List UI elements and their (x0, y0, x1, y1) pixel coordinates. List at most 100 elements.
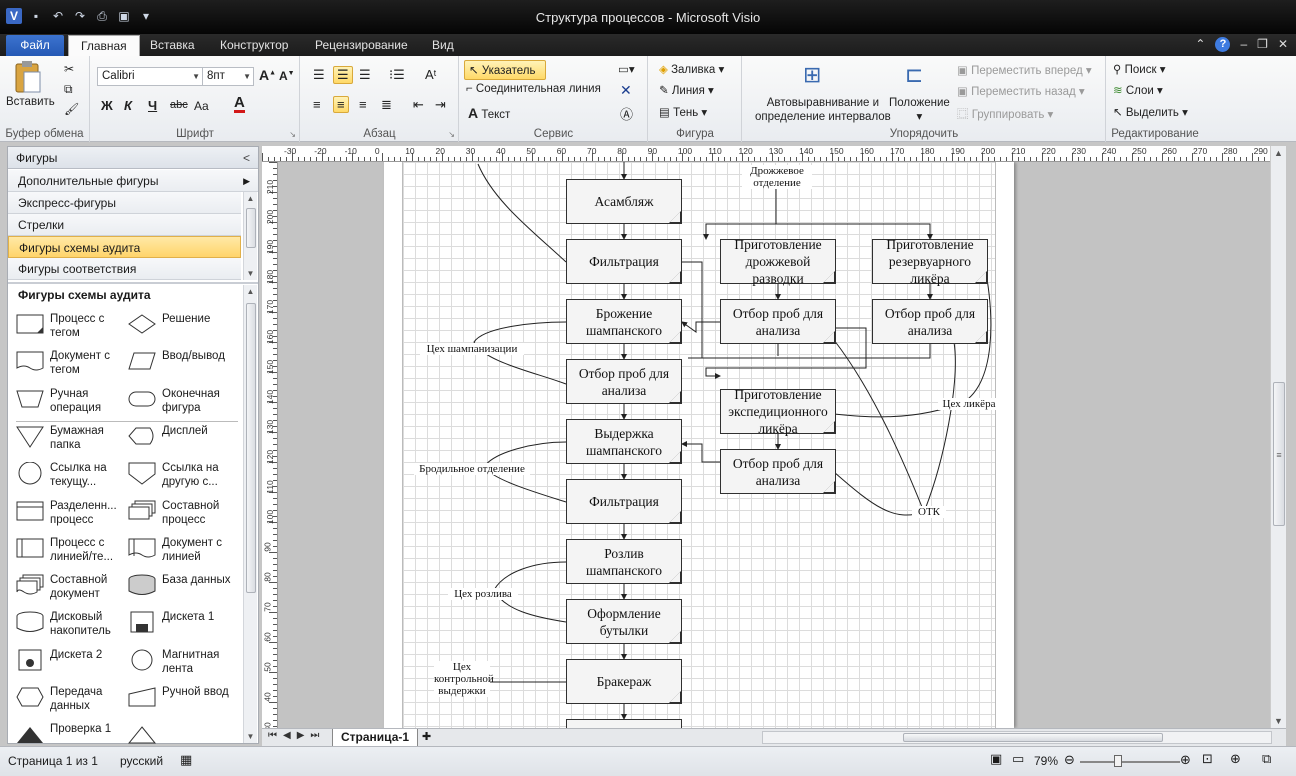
send-backward-button[interactable]: ▣ Переместить назад ▾ (957, 86, 1085, 98)
find-button[interactable]: ⚲ Поиск ▾ (1113, 64, 1166, 76)
status-language[interactable]: русский (120, 754, 164, 768)
process-main-4[interactable]: Выдержка шампанского (566, 419, 682, 464)
annotation-liquor-shop[interactable]: Цех ликёра (938, 398, 1000, 410)
stencil-arrows[interactable]: Стрелки (8, 214, 241, 236)
process-reservoir-liquor[interactable]: Приготовление резервуарного ликёра (872, 237, 988, 286)
align-center-icon[interactable]: ≡ (333, 96, 349, 113)
annotation-control[interactable]: Цех контрольной выдержки (434, 661, 494, 697)
shadow-button[interactable]: ▤ Тень ▾ (659, 107, 708, 119)
scroll-up-icon[interactable]: ▲ (246, 194, 255, 203)
stencil-list-scrollbar[interactable]: ▲ ▼ (243, 192, 257, 280)
dialog-launcher-icon[interactable]: ↘ (289, 130, 296, 139)
annotation-fermentation[interactable]: Бродильное отделение (414, 463, 530, 475)
align-right-icon[interactable]: ≡ (359, 97, 367, 112)
bullets-icon[interactable]: ⁝☰ (389, 67, 405, 82)
connector-tool-button[interactable]: ⌐ Соединительная линия (466, 83, 601, 95)
process-main-5[interactable]: Фильтрация (566, 479, 682, 524)
shape-item[interactable]: Передача данных (16, 682, 128, 718)
annotation-otk[interactable]: ОТК (912, 506, 946, 518)
shape-item[interactable]: Документ с линией (128, 533, 240, 569)
text-tool-button[interactable]: A Текст (468, 105, 510, 121)
stencil-audit-shapes[interactable]: Фигуры схемы аудита (8, 236, 241, 258)
process-partial[interactable] (566, 719, 682, 728)
shape-item[interactable]: Дисковый накопитель (16, 607, 128, 643)
process-main-8[interactable]: Бракераж (566, 659, 682, 704)
zoom-out-icon[interactable]: ⊖ (1064, 752, 1075, 767)
group-button[interactable]: ⿴ Группировать ▾ (957, 109, 1054, 121)
justify-icon[interactable]: ≣ (381, 97, 392, 112)
save-icon[interactable]: ▪ (33, 9, 39, 23)
pane-splitter[interactable] (8, 282, 258, 284)
collapse-pane-icon[interactable]: < (242, 151, 250, 165)
restore-icon[interactable]: ❐ (1257, 37, 1268, 51)
pan-zoom-icon[interactable]: ⊕ (1230, 751, 1241, 766)
align-left-icon[interactable]: ≡ (313, 97, 321, 112)
close-tool-icon[interactable]: ✕ (620, 82, 632, 98)
paste-label[interactable]: Вставить (6, 96, 55, 108)
layers-button[interactable]: ≋ Слои ▾ (1113, 85, 1163, 97)
process-expedition-liquor[interactable]: Приготовление экспедиционного ликёра (720, 387, 836, 436)
tab-insert[interactable]: Вставка (150, 38, 195, 52)
shape-item[interactable]: Составной процесс (128, 496, 240, 532)
shapes-scrollbar[interactable]: ▲ ▼ (243, 285, 257, 743)
shape-item[interactable]: Бумажная папка (16, 421, 128, 457)
redo-icon[interactable]: ↷ (74, 9, 86, 23)
position-icon[interactable]: ⊏ (905, 62, 924, 87)
shape-item[interactable] (128, 719, 240, 755)
shape-item[interactable]: Ручная операция (16, 384, 128, 420)
tab-review[interactable]: Рецензирование (315, 38, 408, 52)
full-screen-icon[interactable]: ▣ (990, 751, 1003, 766)
shape-item[interactable]: Магнитная лента (128, 645, 240, 681)
scroll-thumb[interactable] (903, 733, 1163, 742)
align-middle-icon[interactable]: ☰ (333, 66, 353, 84)
scroll-thumb[interactable] (246, 303, 256, 593)
canvas-vertical-scrollbar[interactable]: ▲ ≡ ▼ (1270, 146, 1286, 728)
scroll-up-icon[interactable]: ▲ (246, 287, 255, 296)
undo-icon[interactable]: ↶ (52, 9, 64, 23)
font-size-combo[interactable]: 8пт▼ (202, 67, 254, 86)
minimize-ribbon-icon[interactable]: ⌃ (1195, 37, 1206, 51)
scroll-up-icon[interactable]: ▲ (1274, 148, 1283, 158)
zoom-slider[interactable] (1080, 761, 1180, 763)
shape-item[interactable]: Ввод/вывод (128, 346, 240, 382)
auto-align-icon[interactable]: ⊞ (803, 62, 822, 87)
scroll-down-icon[interactable]: ▼ (246, 732, 255, 741)
process-main-1[interactable]: Фильтрация (566, 239, 682, 284)
switch-windows-icon[interactable]: ⧉ (1262, 751, 1272, 766)
minimize-icon[interactable]: – (1240, 37, 1248, 51)
process-sample-3[interactable]: Отбор проб для анализа (720, 449, 836, 494)
bring-forward-button[interactable]: ▣ Переместить вперед ▾ (957, 65, 1092, 77)
shape-item[interactable]: Решение (128, 309, 240, 345)
process-sample-2[interactable]: Отбор проб для анализа (872, 299, 988, 344)
shape-item[interactable]: Документ с тегом (16, 346, 128, 382)
shape-item[interactable]: Ручной ввод (128, 682, 240, 718)
close-icon[interactable]: ✕ (1277, 37, 1288, 51)
tab-view[interactable]: Вид (432, 38, 454, 52)
insert-page-icon[interactable]: ✚ (422, 731, 432, 743)
increase-indent-icon[interactable]: ⇥ (435, 97, 446, 112)
tab-design[interactable]: Конструктор (220, 38, 289, 52)
process-main-0[interactable]: Асамбляж (566, 179, 682, 224)
scroll-down-icon[interactable]: ▼ (1274, 716, 1283, 726)
help-icon[interactable]: ? (1215, 37, 1231, 52)
canvas-horizontal-scrollbar[interactable] (762, 731, 1272, 744)
shape-item[interactable]: Процесс с тегом (16, 309, 128, 345)
preview-icon[interactable]: ▣ (118, 9, 130, 23)
process-main-6[interactable]: Розлив шампанского (566, 539, 682, 584)
scroll-down-icon[interactable]: ▼ (246, 269, 255, 278)
shape-item[interactable]: Процесс с линией/те... (16, 533, 128, 569)
stencil-more-shapes[interactable]: Дополнительные фигуры▶ (8, 170, 258, 192)
change-case-button[interactable]: Aa (194, 99, 209, 113)
shape-item[interactable]: Ссылка на другую с... (128, 458, 240, 494)
stencil-quick-shapes[interactable]: Экспресс-фигуры (8, 192, 241, 214)
annotation-champagnization[interactable]: Цех шампанизации (420, 343, 524, 355)
align-bottom-icon[interactable]: ☰ (359, 67, 371, 82)
shape-item[interactable]: Дискета 2 (16, 645, 128, 681)
tab-home[interactable]: Главная (68, 35, 140, 56)
print-icon[interactable]: ⎙ (97, 9, 107, 23)
line-button[interactable]: ✎ Линия ▾ (659, 85, 714, 97)
fill-button[interactable]: ◈ Заливка ▾ (659, 64, 725, 76)
decrease-indent-icon[interactable]: ⇤ (413, 97, 424, 112)
process-sample-1[interactable]: Отбор проб для анализа (720, 299, 836, 344)
